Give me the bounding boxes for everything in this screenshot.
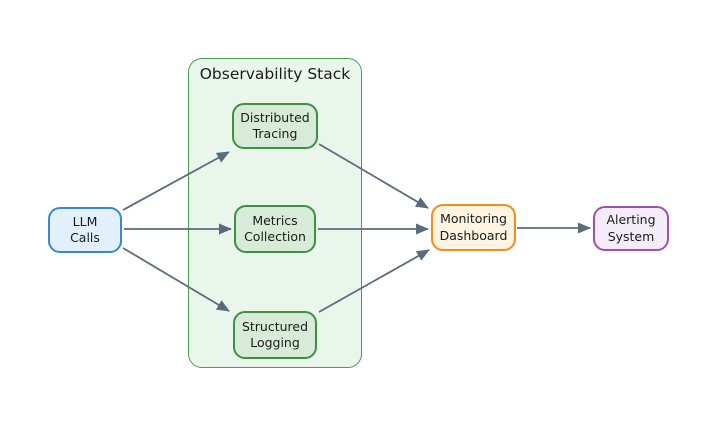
node-metrics-collection: Metrics Collection <box>234 205 316 253</box>
node-distributed-tracing: Distributed Tracing <box>232 103 318 149</box>
node-label-line: System <box>607 228 655 244</box>
node-label-line: Alerting <box>606 212 656 227</box>
node-label-line: Calls <box>70 230 100 245</box>
edge-llm-calls-to-structured-logging <box>122 247 230 312</box>
node-structured-logging: Structured Logging <box>233 311 317 359</box>
node-label-line: Distributed <box>240 109 310 125</box>
edge-distributed-tracing-to-monitoring-dashboard <box>318 143 429 209</box>
node-label-line: Metrics <box>252 212 298 228</box>
node-llm-calls: LLM Calls <box>48 207 122 253</box>
observability-stack-title: Observability Stack <box>199 65 351 83</box>
node-label-line: Monitoring <box>440 211 507 226</box>
node-alerting-system: Alerting System <box>593 206 669 251</box>
node-label-line: Collection <box>244 229 306 244</box>
edge-structured-logging-to-monitoring-dashboard <box>318 249 430 313</box>
node-label-line: Dashboard <box>439 227 508 243</box>
node-label-line: LLM <box>72 213 98 229</box>
edge-llm-calls-to-distributed-tracing <box>122 151 230 211</box>
node-label-line: Logging <box>250 335 300 350</box>
node-label-line: Structured <box>241 318 309 334</box>
node-label-line: Tracing <box>252 126 298 141</box>
node-monitoring-dashboard: Monitoring Dashboard <box>431 204 516 251</box>
